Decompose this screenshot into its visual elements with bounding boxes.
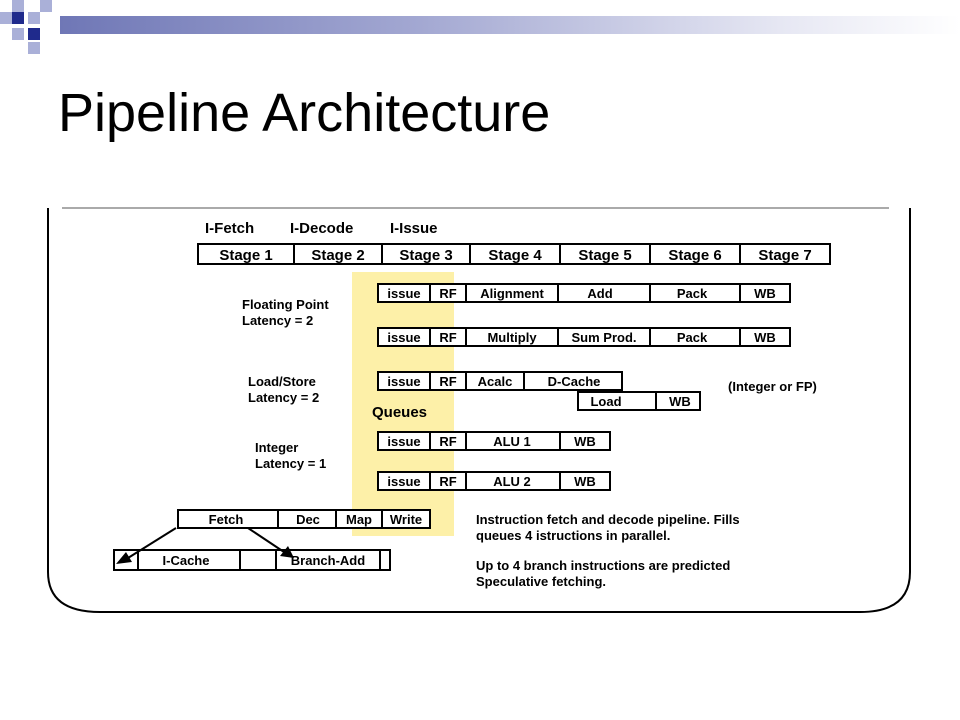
title-accent-bar [60,16,960,34]
ls-row1-cell: RF [439,374,456,389]
int-row2-cell: ALU 2 [493,474,531,489]
fp-row2-cell: issue [387,330,420,345]
cache-row-cell: I-Cache [163,553,210,568]
stage-label: Stage 1 [219,247,272,264]
fetch-row-cell: Write [390,512,422,527]
int-label: Integer [255,440,298,455]
fp-row2-cell: Sum Prod. [571,330,636,345]
fetch-row-cell: Dec [296,512,320,527]
cache-row-cell: Branch-Add [291,553,365,568]
int-row2-cell: RF [439,474,456,489]
note-branch-line2: Speculative fetching. [476,574,606,589]
diagram-frame-border [47,208,911,613]
stage-label: Stage 6 [668,247,721,264]
fp-row1-cell: WB [754,286,776,301]
stage-label: Stage 5 [578,247,631,264]
ls-label: Load/Store [248,374,316,389]
note-fetch-line1: Instruction fetch and decode pipeline. F… [476,512,740,527]
int-row2-cell: issue [387,474,420,489]
int-row1-cell: WB [574,434,596,449]
stage-label: Stage 2 [311,247,364,264]
stage-label: Stage 4 [488,247,542,264]
int-row2-cell: WB [574,474,596,489]
phase-label-fetch: I-Fetch [205,220,254,237]
note-branch-line1: Up to 4 branch instructions are predicte… [476,558,730,573]
fp-row2-cell: WB [754,330,776,345]
fp-latency-label: Latency = 2 [242,313,313,328]
ls-row2-cell: Load [590,394,621,409]
int-latency-label: Latency = 1 [255,456,326,471]
fetch-row-cell: Map [346,512,372,527]
ls-note: (Integer or FP) [728,379,817,394]
ls-row1-cell: issue [387,374,420,389]
ls-row1-cell: D-Cache [548,374,601,389]
note-fetch-line2: queues 4 istructions in parallel. [476,528,670,543]
queues-highlight [352,272,454,536]
slide-title: Pipeline Architecture [58,83,551,143]
fp-row1-cell: issue [387,286,420,301]
arrow-fetch-to-branch [247,527,285,553]
arrow-head [280,546,294,558]
fp-row2-cell: RF [439,330,456,345]
ls-latency-label: Latency = 2 [248,390,319,405]
fp-row1-cell: Add [587,286,612,301]
fp-row1-cell: Pack [677,286,708,301]
arrow-head [116,552,132,564]
fp-row2-cell: Pack [677,330,708,345]
int-row1-cell: ALU 1 [493,434,531,449]
int-row1-cell: issue [387,434,420,449]
arrow-fetch-to-icache [127,527,177,559]
fp-row1-cell: Alignment [480,286,544,301]
slide-corner-decoration [0,0,52,54]
phase-label-issue: I-Issue [390,220,438,237]
int-row1-cell: RF [439,434,456,449]
ls-row2-cell: WB [669,394,691,409]
fetch-row-cell: Fetch [209,512,244,527]
fp-row1-cell: RF [439,286,456,301]
queues-label: Queues [372,404,427,421]
ls-row1-cell: Acalc [478,374,513,389]
stage-label: Stage 7 [758,247,811,264]
phase-label-decode: I-Decode [290,220,353,237]
stage-label: Stage 3 [399,247,452,264]
fp-row2-cell: Multiply [487,330,537,345]
fp-label: Floating Point [242,297,329,312]
